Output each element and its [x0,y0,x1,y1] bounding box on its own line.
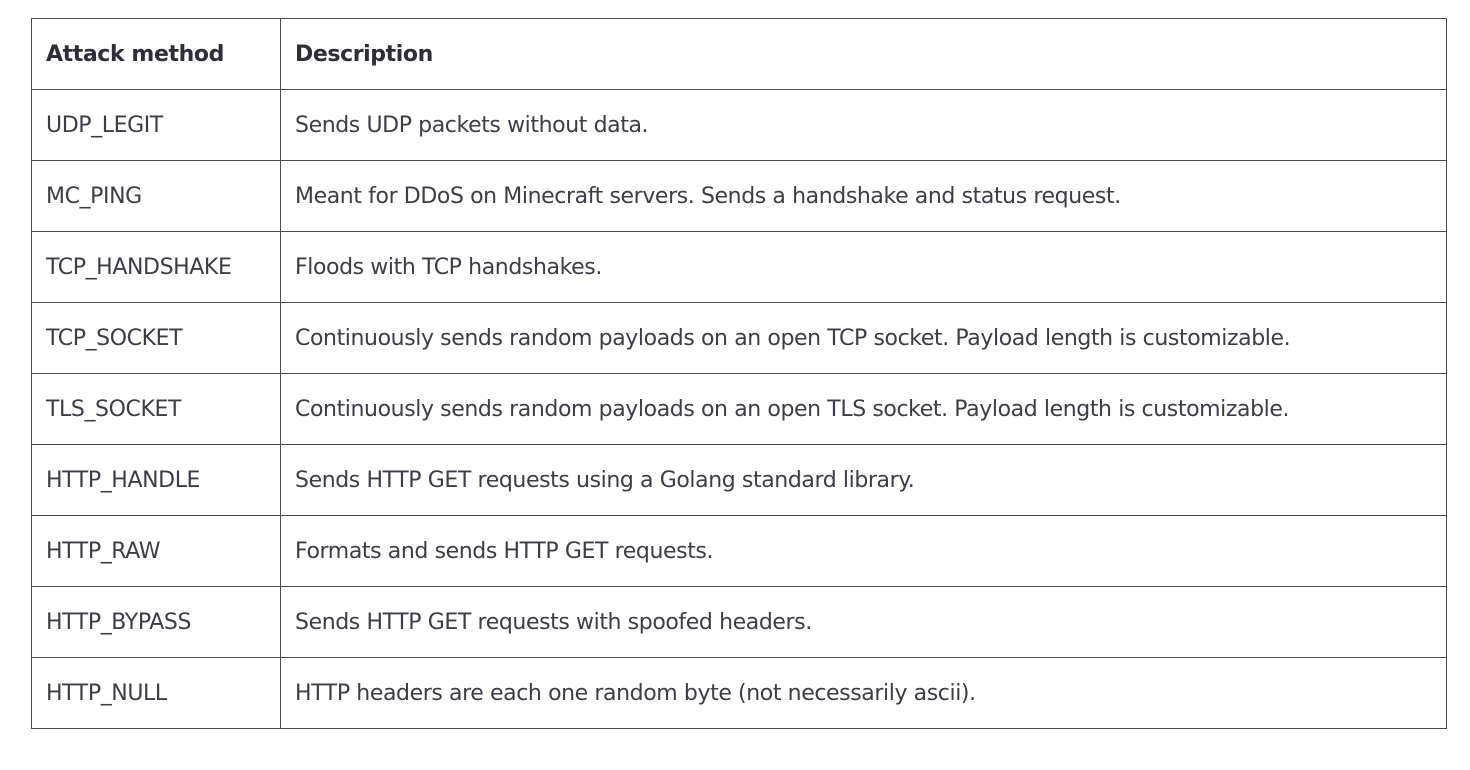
table-row: TLS_SOCKET Continuously sends random pay… [31,373,1447,445]
method-cell: UDP_LEGIT [31,89,281,161]
table-row: HTTP_RAW Formats and sends HTTP GET requ… [31,515,1447,587]
description-cell: HTTP headers are each one random byte (n… [280,657,1447,729]
table-row: HTTP_NULL HTTP headers are each one rand… [31,657,1447,729]
description-cell: Formats and sends HTTP GET requests. [280,515,1447,587]
description-cell: Sends UDP packets without data. [280,89,1447,161]
method-cell: HTTP_HANDLE [31,444,281,516]
table-header-row: Attack method Description [31,18,1447,90]
table-row: TCP_HANDSHAKE Floods with TCP handshakes… [31,231,1447,303]
method-cell: TCP_SOCKET [31,302,281,374]
header-attack-method: Attack method [31,18,281,90]
method-cell: HTTP_BYPASS [31,586,281,658]
table-row: MC_PING Meant for DDoS on Minecraft serv… [31,160,1447,232]
description-cell: Continuously sends random payloads on an… [280,302,1447,374]
description-cell: Meant for DDoS on Minecraft servers. Sen… [280,160,1447,232]
method-cell: TCP_HANDSHAKE [31,231,281,303]
method-cell: MC_PING [31,160,281,232]
description-cell: Continuously sends random payloads on an… [280,373,1447,445]
table-row: TCP_SOCKET Continuously sends random pay… [31,302,1447,374]
method-cell: TLS_SOCKET [31,373,281,445]
description-cell: Sends HTTP GET requests with spoofed hea… [280,586,1447,658]
table-row: HTTP_HANDLE Sends HTTP GET requests usin… [31,444,1447,516]
description-cell: Floods with TCP handshakes. [280,231,1447,303]
attack-methods-table: Attack method Description UDP_LEGIT Send… [31,18,1447,729]
method-cell: HTTP_NULL [31,657,281,729]
table-row: HTTP_BYPASS Sends HTTP GET requests with… [31,586,1447,658]
method-cell: HTTP_RAW [31,515,281,587]
table-row: UDP_LEGIT Sends UDP packets without data… [31,89,1447,161]
header-description: Description [280,18,1447,90]
description-cell: Sends HTTP GET requests using a Golang s… [280,444,1447,516]
